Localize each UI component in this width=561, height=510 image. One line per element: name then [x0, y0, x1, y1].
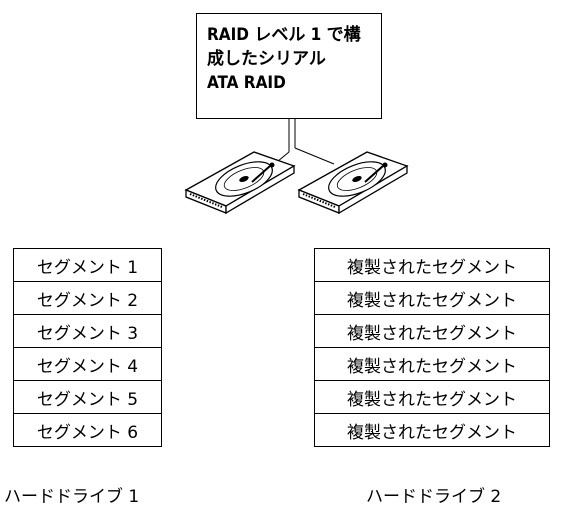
raid-controller-box: RAID レベル 1 で構 成したシリアル ATA RAID [196, 13, 382, 119]
segment-cell: セグメント 4 [13, 347, 162, 381]
segment-cell: セグメント 3 [13, 314, 162, 348]
mirrored-segment-cell: 複製されたセグメント [314, 248, 550, 282]
hard-drive-2-label: ハードドライブ 2 [366, 487, 502, 507]
connector-to-drive-2 [294, 147, 335, 165]
mirrored-segment-cell: 複製されたセグメント [314, 347, 550, 381]
hard-drive-icon [297, 151, 409, 215]
mirrored-segment-cell: 複製されたセグメント [314, 413, 550, 447]
mirrored-segment-cell: 複製されたセグメント [314, 281, 550, 315]
segment-cell: セグメント 6 [13, 413, 162, 447]
connector-lines [265, 119, 335, 172]
drive-2-segments-table: 複製されたセグメント 複製されたセグメント 複製されたセグメント 複製されたセグ… [314, 248, 550, 447]
drive-1-segments-table: セグメント 1 セグメント 2 セグメント 3 セグメント 4 セグメント 5 … [13, 248, 162, 447]
segment-cell: セグメント 1 [13, 248, 162, 282]
hard-drive-1-label: ハードドライブ 1 [4, 487, 140, 507]
segment-cell: セグメント 2 [13, 281, 162, 315]
connector-to-drive-1 [265, 151, 290, 172]
hard-drive-icon [184, 151, 296, 215]
mirrored-segment-cell: 複製されたセグメント [314, 380, 550, 414]
mirrored-segment-cell: 複製されたセグメント [314, 314, 550, 348]
segment-cell: セグメント 5 [13, 380, 162, 414]
